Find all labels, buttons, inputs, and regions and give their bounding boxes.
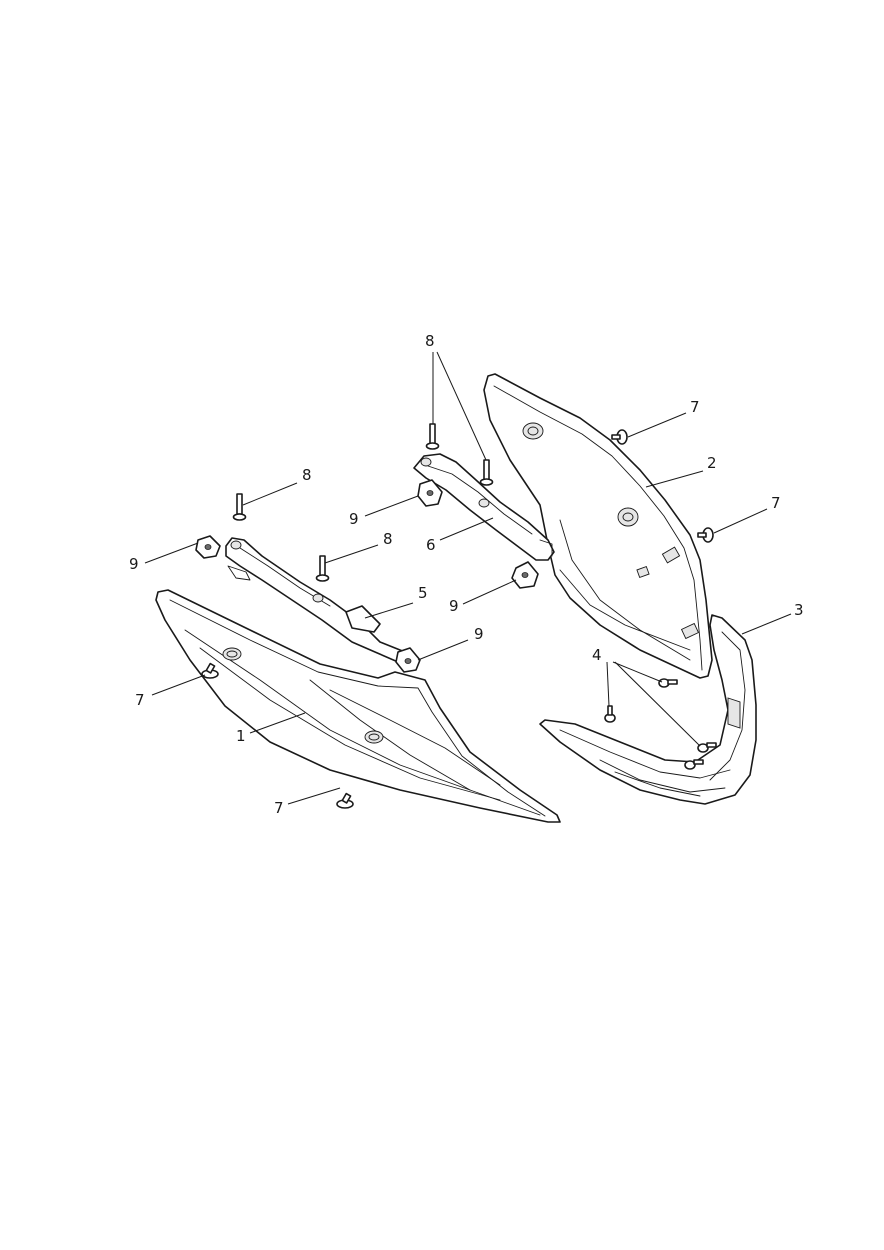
callout-labels: 1 2 3 4 5 6 7 7 7 7 8 8 8 9 9 9 9 <box>129 332 804 817</box>
callout-4: 4 <box>592 646 602 664</box>
part-8-bolt-c <box>479 459 494 486</box>
part-7-screw-b <box>336 792 354 809</box>
callout-8-top: 8 <box>425 332 435 350</box>
part-4-screw-c <box>697 742 717 753</box>
callout-5: 5 <box>418 584 428 602</box>
callout-7-right: 7 <box>771 494 781 512</box>
part-2-upper-panel <box>483 373 713 679</box>
part-6-right-bracket <box>413 453 555 561</box>
part-8-bolt-b <box>425 423 440 450</box>
part-8-bolt-d <box>315 555 330 582</box>
part-4-screw-b <box>604 705 616 723</box>
part-3-front-cowl <box>539 614 757 805</box>
part-8-bolt-a <box>232 493 247 521</box>
leader-lines <box>144 351 792 805</box>
part-4-screw-a <box>658 678 678 688</box>
callout-9-right: 9 <box>449 597 459 615</box>
callout-9-left: 9 <box>129 555 139 573</box>
callout-1: 1 <box>236 727 246 745</box>
part-9-clip-nut-c <box>511 561 539 589</box>
part-7-screw-c <box>611 429 628 445</box>
part-7-screw-a <box>201 662 219 679</box>
part-7-screw-d <box>697 527 714 543</box>
callout-7-left: 7 <box>135 691 145 709</box>
part-9-clip-nut-a <box>195 535 221 559</box>
callout-6: 6 <box>426 536 436 554</box>
callout-9-lower: 9 <box>474 625 484 643</box>
part-9-clip-nut-d <box>395 647 421 673</box>
callout-7-top-right: 7 <box>690 398 700 416</box>
part-4-screw-d <box>684 759 704 770</box>
callout-7-bottom: 7 <box>274 799 284 817</box>
callout-8-middle: 8 <box>383 530 393 548</box>
part-1-side-panel <box>155 589 561 823</box>
callout-3: 3 <box>794 601 804 619</box>
callout-8-left: 8 <box>302 466 312 484</box>
callout-2: 2 <box>707 454 717 472</box>
callout-9-center: 9 <box>349 510 359 528</box>
